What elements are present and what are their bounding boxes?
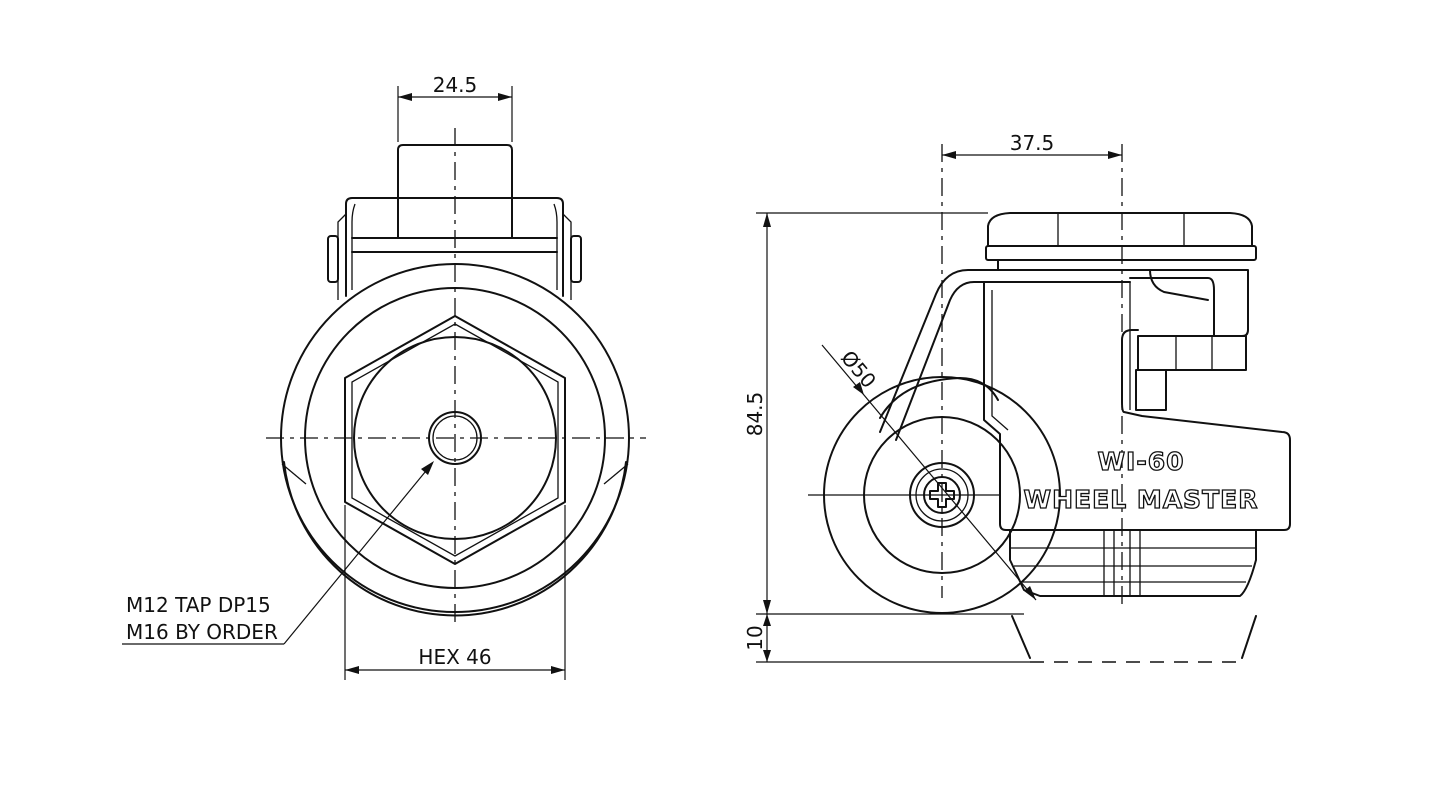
side-screw-cross-icon — [929, 482, 955, 508]
side-view: 37.5 — [743, 131, 1291, 663]
front-bracket-inner-right — [553, 203, 558, 290]
front-wheel-rim-right — [603, 463, 629, 485]
side-axle-cap — [909, 462, 975, 528]
dim-height-arrow-bottom — [763, 600, 771, 614]
dim-pad-label: 10 — [743, 625, 767, 650]
front-base-disc — [353, 336, 557, 540]
note-leader-line — [283, 465, 431, 645]
front-stem — [397, 144, 513, 239]
side-wheel-tread — [879, 377, 999, 419]
dim-pad-arrow-top — [763, 614, 771, 626]
side-housing-top — [997, 259, 1249, 337]
brand-label: WHEEL MASTER — [1024, 485, 1259, 514]
dim-offset-label: 37.5 — [1010, 131, 1055, 155]
front-bracket — [345, 197, 564, 297]
front-bracket-notch-right — [562, 213, 572, 300]
dim-top-arrow-left — [398, 93, 412, 101]
side-wheel-hub — [863, 416, 1021, 574]
front-hex-nut — [344, 315, 566, 565]
dim-hex-arrow-left — [345, 666, 359, 674]
side-housing-rear — [1129, 277, 1215, 337]
front-wheel-rim-left — [281, 463, 307, 485]
side-body-right — [1149, 269, 1209, 301]
dim-pad-arrow-bottom — [763, 650, 771, 662]
front-wheel-rim-bottom — [283, 461, 627, 617]
front-bracket-inner-left — [351, 203, 356, 290]
front-axle-nub-left — [327, 235, 339, 283]
side-arm-inner — [895, 281, 985, 441]
side-hex-nut — [987, 212, 1253, 247]
dim-offset-arrow-left — [942, 151, 956, 159]
note-line-2: M16 BY ORDER — [126, 620, 278, 644]
note-leader-arrow — [421, 461, 434, 475]
side-axle-cap-inner — [915, 468, 969, 522]
front-tap-hole — [428, 411, 482, 465]
front-wheel-outer — [280, 263, 630, 613]
dim-top-label: 24.5 — [433, 73, 478, 97]
front-axle-nub-right — [570, 235, 582, 283]
side-base-left — [1011, 615, 1031, 659]
dim-wheel-arrow-top — [853, 382, 864, 395]
front-view: 24.5 HEX 46 M12 TAP DP15 M16 BY ORDER — [122, 73, 646, 680]
front-bracket-notch-left — [337, 213, 347, 300]
side-lock-stem — [1135, 369, 1167, 411]
dim-top-arrow-right — [498, 93, 512, 101]
dim-height-label: 84.5 — [743, 392, 767, 437]
side-housing-inner — [991, 290, 1009, 431]
dim-offset-arrow-right — [1108, 151, 1122, 159]
side-screw-head — [923, 476, 961, 514]
dim-height-arrow-top — [763, 213, 771, 227]
front-wheel-inner — [304, 287, 606, 589]
dim-hex-arrow-right — [551, 666, 565, 674]
side-washer — [985, 245, 1257, 261]
side-pad-housing — [1009, 529, 1257, 597]
dim-hex-label: HEX 46 — [418, 645, 491, 669]
side-housing-body — [983, 281, 1291, 531]
side-lock-nut — [1137, 335, 1247, 371]
note-line-1: M12 TAP DP15 — [126, 593, 271, 617]
model-label: WI-60 — [1097, 447, 1184, 476]
side-wheel-outer — [823, 376, 1061, 614]
front-tap-hole-inner — [432, 415, 478, 461]
dim-wheel-arrow-bottom — [1024, 586, 1036, 600]
front-hex-inner — [351, 323, 559, 557]
side-arm-outer — [879, 269, 999, 433]
side-base-right — [1241, 615, 1257, 659]
